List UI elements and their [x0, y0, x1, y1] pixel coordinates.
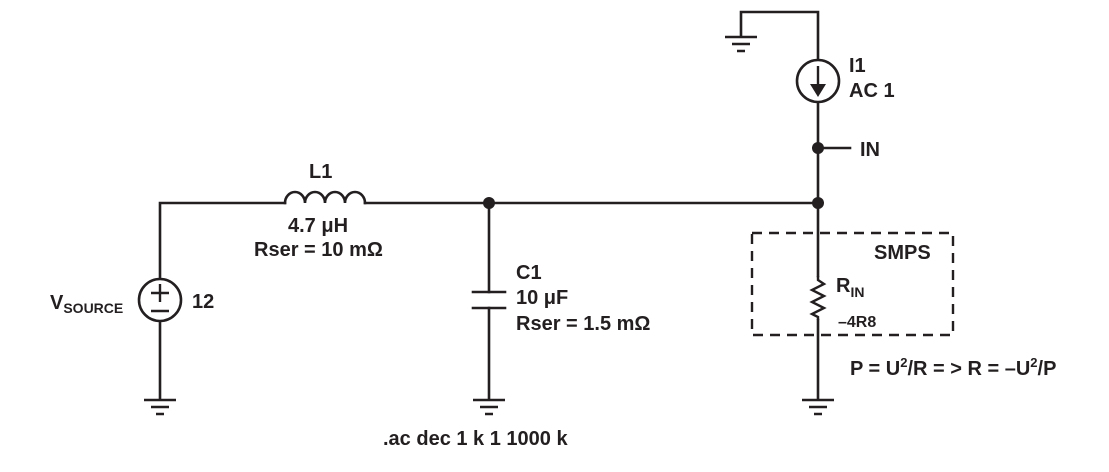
- current-source-icon: [795, 58, 841, 104]
- l1-name: L1: [309, 161, 332, 183]
- junction-c1: [483, 197, 495, 209]
- ground-icon: [144, 398, 176, 416]
- source-label: VSOURCE: [50, 292, 123, 316]
- i1-name: I1: [849, 55, 866, 77]
- voltage-source-icon: [137, 277, 183, 323]
- c1-name: C1: [516, 262, 542, 284]
- wire-source-to-l1: [158, 201, 287, 281]
- capacitor-icon: [471, 290, 507, 310]
- l1-value: 4.7 μH: [288, 215, 348, 237]
- ground-icon: [802, 398, 834, 416]
- inductor-icon: [283, 190, 367, 205]
- rin-name: RIN: [836, 275, 864, 300]
- smps-label: SMPS: [874, 242, 931, 264]
- c1-rser: Rser = 1.5 mΩ: [516, 313, 650, 335]
- rin-value: –4R8: [838, 314, 876, 331]
- junction-in: [812, 142, 824, 154]
- node-in-label: IN: [860, 139, 880, 161]
- ground-icon: [725, 35, 757, 53]
- c1-value: 10 μF: [516, 287, 568, 309]
- junction-rail: [812, 197, 824, 209]
- wire-i1-to-top-ground: [739, 10, 820, 62]
- l1-rser: Rser = 10 mΩ: [254, 239, 383, 261]
- ground-icon: [473, 398, 505, 416]
- source-value: 12: [192, 291, 214, 313]
- wires: [158, 10, 852, 400]
- sim-command: .ac dec 1 k 1 1000 k: [383, 428, 568, 450]
- power-formula: P = U2/R = > R = –U2/P: [850, 355, 1056, 380]
- i1-value: AC 1: [849, 80, 895, 102]
- resistor-icon: [809, 276, 827, 320]
